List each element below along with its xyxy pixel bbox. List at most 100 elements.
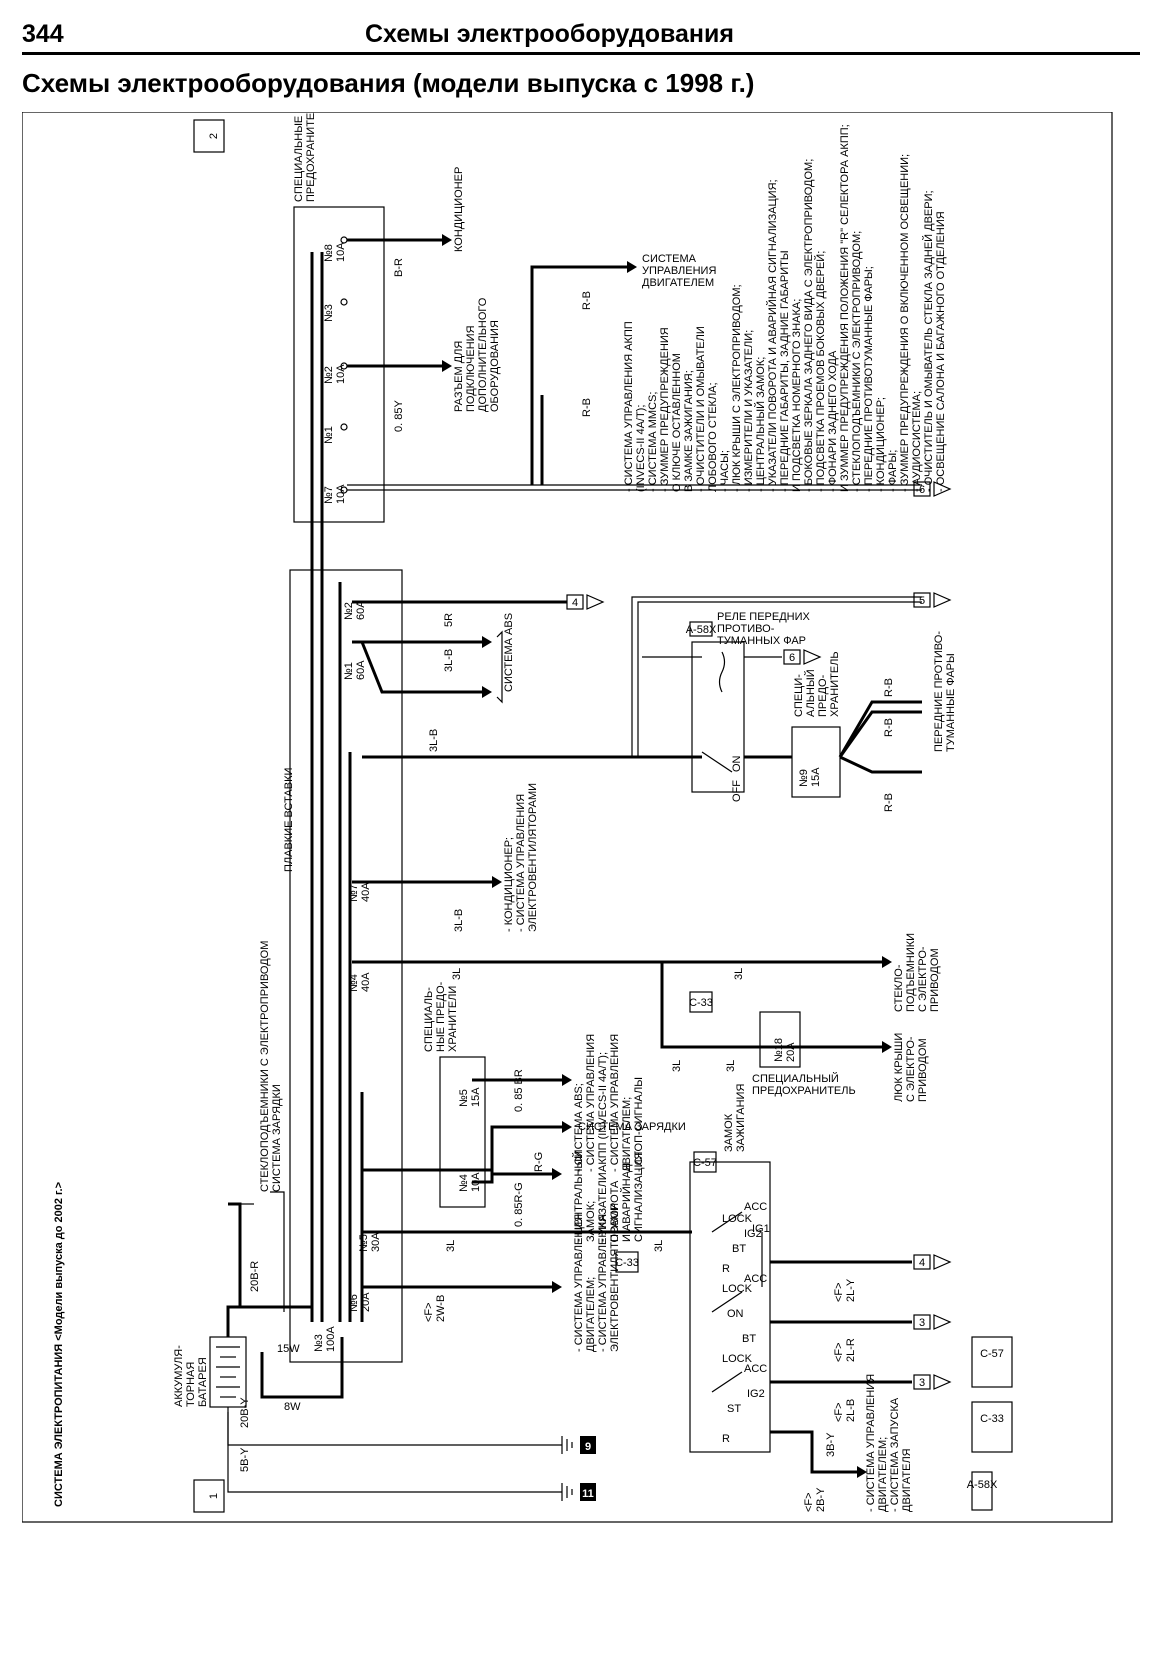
diagram-frame — [22, 112, 1113, 1523]
svg-text:ДВИГАТЕЛЯ: ДВИГАТЕЛЯ — [901, 1448, 913, 1512]
svg-text:20A: 20A — [785, 1042, 797, 1062]
svg-text:- ЦЕНТРАЛЬНЫЙ: - ЦЕНТРАЛЬНЫЙ — [572, 1151, 585, 1242]
svg-text:ПОВОРОТА: ПОВОРОТА — [609, 1180, 621, 1242]
svg-text:ПРЕДОХРАНИТЕЛИ: ПРЕДОХРАНИТЕЛИ — [305, 112, 317, 202]
svg-text:В ЗАМКЕ ЗАЖИГАНИЯ;: В ЗАМКЕ ЗАЖИГАНИЯ; — [683, 370, 695, 492]
svg-text:ACC: ACC — [744, 1363, 767, 1375]
battery — [209, 1336, 247, 1408]
svg-text:СИСТЕМА ЗАРЯДКИ: СИСТЕМА ЗАРЯДКИ — [271, 1084, 283, 1192]
svg-text:О КЛЮЧЕ ОСТАВЛЕННОМ: О КЛЮЧЕ ОСТАВЛЕННОМ — [671, 353, 683, 492]
svg-text:- СИСТЕМА УПРАВЛЕНИЯ: - СИСТЕМА УПРАВЛЕНИЯ — [609, 1034, 621, 1172]
svg-text:- СТЕКЛОПОДЪЕМНИКИ С ЭЛЕКТРОПР: - СТЕКЛОПОДЪЕМНИКИ С ЭЛЕКТРОПРИВОДОМ; — [851, 231, 863, 492]
wire-code-br: B-R — [393, 258, 405, 277]
ref-3-a-label: 3 — [919, 1317, 925, 1329]
svg-text:УПРАВЛЕНИЯ: УПРАВЛЕНИЯ — [642, 265, 716, 277]
svg-text:- СИСТЕМА MMCS;: - СИСТЕМА MMCS; — [647, 392, 659, 492]
wire-sunroof — [660, 962, 882, 1049]
svg-text:BT: BT — [732, 1243, 746, 1255]
ref-6-top — [913, 481, 931, 497]
svg-text:№8: №8 — [323, 244, 335, 262]
wire-code-sun-a: 3L — [671, 1060, 683, 1072]
svg-text:№4: №4 — [458, 1174, 470, 1192]
arrow-option — [442, 360, 452, 372]
svg-text:A-58X: A-58X — [967, 1479, 998, 1491]
wire-code-8w: 8W — [284, 1401, 301, 1413]
svg-text:- ИЗМЕРИТЕЛИ И УКАЗАТЕЛИ;: - ИЗМЕРИТЕЛИ И УКАЗАТЕЛИ; — [743, 330, 755, 492]
arrow-sunroof — [882, 1041, 892, 1053]
svg-text:СПЕЦИАЛЬ-: СПЕЦИАЛЬ- — [423, 987, 435, 1052]
svg-text:СПЕЦИ-: СПЕЦИ- — [793, 674, 805, 717]
svg-text:ПОДЪЕМНИКИ: ПОДЪЕМНИКИ — [905, 933, 917, 1012]
svg-text:ЗАМОК;: ЗАМОК; — [585, 1201, 597, 1242]
wire-code-ig6: 2L-Y — [845, 1278, 857, 1302]
ref-3-a-arrow — [933, 1314, 952, 1330]
svg-text:ДВИГАТЕЛЕМ;: ДВИГАТЕЛЕМ; — [621, 1097, 633, 1172]
wire-charge — [472, 1125, 562, 1184]
wire-code-link6: 2W-B — [435, 1295, 447, 1322]
connector-c57-tag — [693, 1151, 717, 1173]
svg-text:10A: 10A — [335, 242, 347, 262]
svg-text:№9: №9 — [798, 769, 810, 787]
link-3-label: №3 100A — [313, 1326, 337, 1352]
relay-switch — [701, 751, 733, 773]
svg-text:ХРАНИТЕЛЬ: ХРАНИТЕЛЬ — [829, 651, 841, 717]
dest-charging: СИСТЕМА ЗАРЯДКИ — [578, 1121, 686, 1133]
arrow-abs-a — [482, 636, 492, 648]
svg-text:60A: 60A — [355, 600, 367, 620]
wire-code-5r: 5R — [443, 613, 455, 627]
wire-code-085y: 0. 85Y — [393, 400, 405, 432]
svg-text:СИГНАЛИЗАЦИЯ: СИГНАЛИЗАЦИЯ — [633, 1152, 645, 1242]
svg-text:ПЕРЕДНИЕ ПРОТИВО-: ПЕРЕДНИЕ ПРОТИВО- — [933, 631, 945, 752]
svg-text:- БОКОВЫЕ ЗЕРКАЛА ЗАДНЕГО ВИДА: - БОКОВЫЕ ЗЕРКАЛА ЗАДНЕГО ВИДА С ЭЛЕКТРО… — [803, 159, 815, 492]
connector-a58x-tag — [689, 621, 713, 637]
svg-text:- ФАРЫ;: - ФАРЫ; — [887, 450, 899, 492]
connector-c33-tag — [689, 991, 713, 1013]
charging-sense-wire — [270, 1191, 285, 1312]
svg-text:ЗАЖИГАНИЯ: ЗАЖИГАНИЯ — [735, 1084, 747, 1152]
special-fuses-mid-label: СПЕЦИАЛЬ- НЫЕ ПРЕДО- ХРАНИТЕЛИ — [423, 981, 459, 1052]
svg-text:- ОСВЕЩЕНИЕ САЛОНА И БАГАЖНОГО: - ОСВЕЩЕНИЕ САЛОНА И БАГАЖНОГО ОТДЕЛЕНИЯ — [935, 211, 947, 492]
svg-text:№4: №4 — [348, 974, 360, 992]
svg-text:- ЦЕНТРАЛЬНЫЙ ЗАМОК;: - ЦЕНТРАЛЬНЫЙ ЗАМОК; — [754, 357, 767, 492]
svg-text:ПРИВОДОМ: ПРИВОДОМ — [929, 948, 941, 1012]
fog-relay-label: РЕЛЕ ПЕРЕДНИХ ПРОТИВО- ТУМАННЫХ ФАР — [717, 611, 811, 647]
svg-text:ПРОТИВО-: ПРОТИВО- — [717, 623, 775, 635]
svg-text:№3: №3 — [313, 1334, 325, 1352]
svg-text:СПЕЦИАЛЬНЫЙ: СПЕЦИАЛЬНЫЙ — [752, 1072, 839, 1085]
wire-code-charge: R-G — [533, 1152, 545, 1172]
ref-4-a-arrow — [586, 594, 605, 610]
ref-6-relay-arrow — [803, 649, 822, 665]
svg-text:- ОЧИСТИТЕЛЬ И ОМЫВАТЕЛЬ СТЕКЛ: - ОЧИСТИТЕЛЬ И ОМЫВАТЕЛЬ СТЕКЛА ЗАДНЕЙ Д… — [922, 190, 935, 492]
svg-text:IG2: IG2 — [747, 1388, 765, 1400]
fuse-top-1-terminal — [340, 423, 348, 431]
relay-off: OFF — [731, 780, 743, 802]
ref-3-b-label: 3 — [919, 1377, 925, 1389]
connector-c33-b: C-33 — [615, 1257, 639, 1269]
wire-code-gnd-b: 20B-Y — [239, 1397, 251, 1428]
wire-code-gnd-a: 5B-Y — [239, 1447, 251, 1472]
fuse-top-3-terminal — [340, 298, 348, 306]
link-2-label: №2 60A — [343, 600, 367, 620]
svg-text:ДВИГАТЕЛЕМ;: ДВИГАТЕЛЕМ; — [585, 1277, 597, 1352]
ref-6-relay — [783, 649, 801, 665]
wire-code-abs-a: 3L-B — [443, 649, 455, 672]
connector-c33-a: C-33 — [689, 997, 713, 1009]
fuse-9-label: №9 15A — [798, 767, 822, 787]
svg-text:ЛЮК КРЫШИ: ЛЮК КРЫШИ — [893, 1033, 905, 1102]
fuse-top-8-terminal — [340, 236, 348, 244]
svg-text:- СТОП-СИГНАЛЫ: - СТОП-СИГНАЛЫ — [633, 1077, 645, 1172]
svg-text:10A: 10A — [335, 484, 347, 504]
svg-text:С ЭЛЕКТРО-: С ЭЛЕКТРО- — [917, 946, 929, 1012]
ground-wire-11 — [227, 1412, 562, 1493]
wire-fog-feed-b — [631, 596, 922, 757]
ref-6-top-label: 6 — [919, 484, 925, 496]
svg-text:НЫЕ ПРЕДО-: НЫЕ ПРЕДО- — [435, 981, 447, 1052]
svg-text:№2: №2 — [323, 366, 335, 384]
link-7-label: №7 40A — [348, 882, 372, 902]
wire-code-ign-a: 3L — [445, 1240, 457, 1252]
svg-text:- ЗУММЕР ПРЕДУПРЕЖДЕНИЯ: - ЗУММЕР ПРЕДУПРЕЖДЕНИЯ — [659, 327, 671, 492]
abs-bracket — [496, 630, 503, 704]
svg-text:- КОНДИЦИОНЕР;: - КОНДИЦИОНЕР; — [503, 837, 515, 932]
arrow-link6 — [552, 1281, 562, 1293]
